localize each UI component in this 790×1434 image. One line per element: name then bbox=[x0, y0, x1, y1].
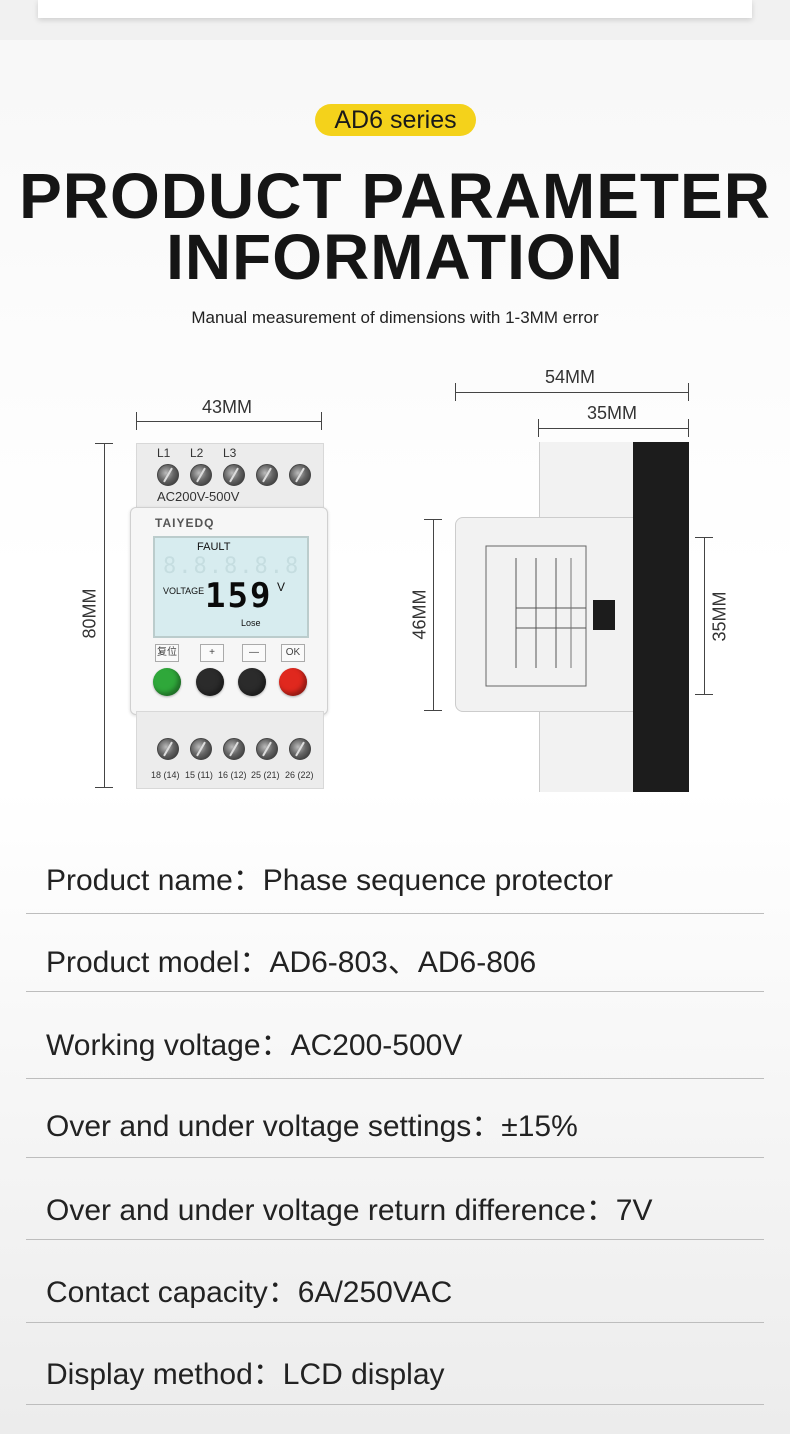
lcd-label: VOLTAGE bbox=[163, 586, 205, 596]
ok-label: OK bbox=[281, 644, 305, 662]
lcd-screen: 8.8.8.8.8 FAULT VOLTAGE 159 V Lose bbox=[153, 536, 309, 638]
divider bbox=[26, 1157, 764, 1158]
front-height-label: 80MM bbox=[79, 588, 100, 639]
bottom-terminal-block: 18 (14) 15 (11) 16 (12) 25 (21) 26 (22) bbox=[136, 711, 324, 789]
front-width-line bbox=[136, 421, 322, 422]
screw-icon bbox=[256, 738, 278, 760]
spec-voltage-settings: Over and under voltage settings：±15% bbox=[46, 1110, 578, 1143]
title-line-2: INFORMATION bbox=[166, 221, 624, 293]
screw-icon bbox=[190, 464, 212, 486]
screw-icon bbox=[157, 464, 179, 486]
minus-button[interactable] bbox=[238, 668, 266, 696]
spec-contact-capacity: Contact capacity：6A/250VAC bbox=[46, 1276, 453, 1309]
front-height-tick-top bbox=[95, 443, 113, 444]
subtitle: Manual measurement of dimensions with 1-… bbox=[191, 308, 599, 327]
side-step-line bbox=[538, 428, 689, 429]
minus-label: — bbox=[242, 644, 266, 662]
title-line-1: PRODUCT PARAMETER bbox=[19, 160, 771, 232]
clip-slot bbox=[593, 600, 615, 630]
screw-icon bbox=[223, 464, 245, 486]
lcd-unit: V bbox=[277, 580, 286, 594]
side-step-tick-right bbox=[688, 419, 689, 437]
spec-return-difference: Over and under voltage return difference… bbox=[46, 1194, 653, 1227]
screw-icon bbox=[289, 738, 311, 760]
series-badge: AD6 series bbox=[315, 104, 476, 136]
side-body-height-line bbox=[433, 519, 434, 711]
side-step-tick-left bbox=[538, 419, 539, 437]
side-rail-height-label: 35MM bbox=[709, 591, 730, 642]
side-rail-line bbox=[704, 537, 705, 695]
top-terminal-block: L1 L2 L3 AC200V-500V bbox=[136, 443, 324, 510]
bottom-terminal-5: 26 (22) bbox=[285, 770, 314, 780]
page-title: PRODUCT PARAMETER INFORMATION bbox=[0, 160, 790, 293]
divider bbox=[26, 991, 764, 992]
side-depth-line bbox=[455, 392, 689, 393]
front-height-line bbox=[104, 443, 105, 788]
screw-icon bbox=[157, 738, 179, 760]
wiring-diagram bbox=[485, 545, 587, 687]
lcd-value: 159 bbox=[205, 576, 273, 616]
spec-working-voltage: Working voltage：AC200-500V bbox=[46, 1029, 463, 1062]
screw-icon bbox=[256, 464, 278, 486]
side-depth-tick-left bbox=[455, 383, 456, 401]
front-width-tick-right bbox=[321, 412, 322, 430]
side-step-label: 35MM bbox=[587, 403, 638, 423]
front-width-tick-left bbox=[136, 412, 137, 430]
spec-display-method: Display method：LCD display bbox=[46, 1358, 445, 1391]
reset-label: 复位 bbox=[155, 644, 179, 662]
divider bbox=[26, 1078, 764, 1079]
brand-logo: TAIYEDQ bbox=[155, 516, 215, 530]
divider bbox=[26, 1322, 764, 1323]
top-card bbox=[38, 0, 752, 18]
plus-button[interactable] bbox=[196, 668, 224, 696]
spec-product-model: Product model：AD6-803、AD6-806 bbox=[46, 946, 537, 979]
front-device: L1 L2 L3 AC200V-500V TAIYEDQ 8.8.8.8.8 F… bbox=[130, 443, 328, 791]
plus-label: + bbox=[200, 644, 224, 662]
spec-product-name: Product name：Phase sequence protector bbox=[46, 864, 614, 897]
divider bbox=[26, 1404, 764, 1405]
screw-icon bbox=[289, 464, 311, 486]
divider bbox=[26, 1239, 764, 1240]
side-rail-tick-bottom bbox=[695, 694, 713, 695]
terminal-label-l3: L3 bbox=[223, 446, 237, 460]
lcd-status: FAULT bbox=[197, 541, 231, 553]
front-width-label: 43MM bbox=[202, 397, 253, 417]
device-face: TAIYEDQ 8.8.8.8.8 FAULT VOLTAGE 159 V Lo… bbox=[130, 507, 328, 715]
divider bbox=[26, 913, 764, 914]
terminal-label-l1: L1 bbox=[157, 446, 171, 460]
bottom-terminal-3: 16 (12) bbox=[218, 770, 247, 780]
bottom-terminal-4: 25 (21) bbox=[251, 770, 280, 780]
bottom-terminal-2: 15 (11) bbox=[185, 770, 213, 780]
lcd-ghost-digits: 8.8.8.8.8 bbox=[163, 554, 301, 579]
side-body-tick-bottom bbox=[424, 710, 442, 711]
side-body-tick-top bbox=[424, 519, 442, 520]
screw-icon bbox=[223, 738, 245, 760]
side-rail-tick-top bbox=[695, 537, 713, 538]
reset-button[interactable] bbox=[153, 668, 181, 696]
side-depth-tick-right bbox=[688, 383, 689, 401]
bottom-terminal-1: 18 (14) bbox=[151, 770, 180, 780]
terminal-label-l2: L2 bbox=[190, 446, 204, 460]
voltage-rating: AC200V-500V bbox=[157, 489, 240, 504]
ok-button[interactable] bbox=[279, 668, 307, 696]
screw-icon bbox=[190, 738, 212, 760]
side-depth-label: 54MM bbox=[545, 367, 596, 387]
side-device bbox=[455, 442, 691, 792]
front-height-tick-bottom bbox=[95, 787, 113, 788]
side-black-housing bbox=[593, 442, 689, 792]
lcd-sub: Lose bbox=[241, 618, 261, 628]
side-body-height-label: 46MM bbox=[409, 589, 430, 640]
